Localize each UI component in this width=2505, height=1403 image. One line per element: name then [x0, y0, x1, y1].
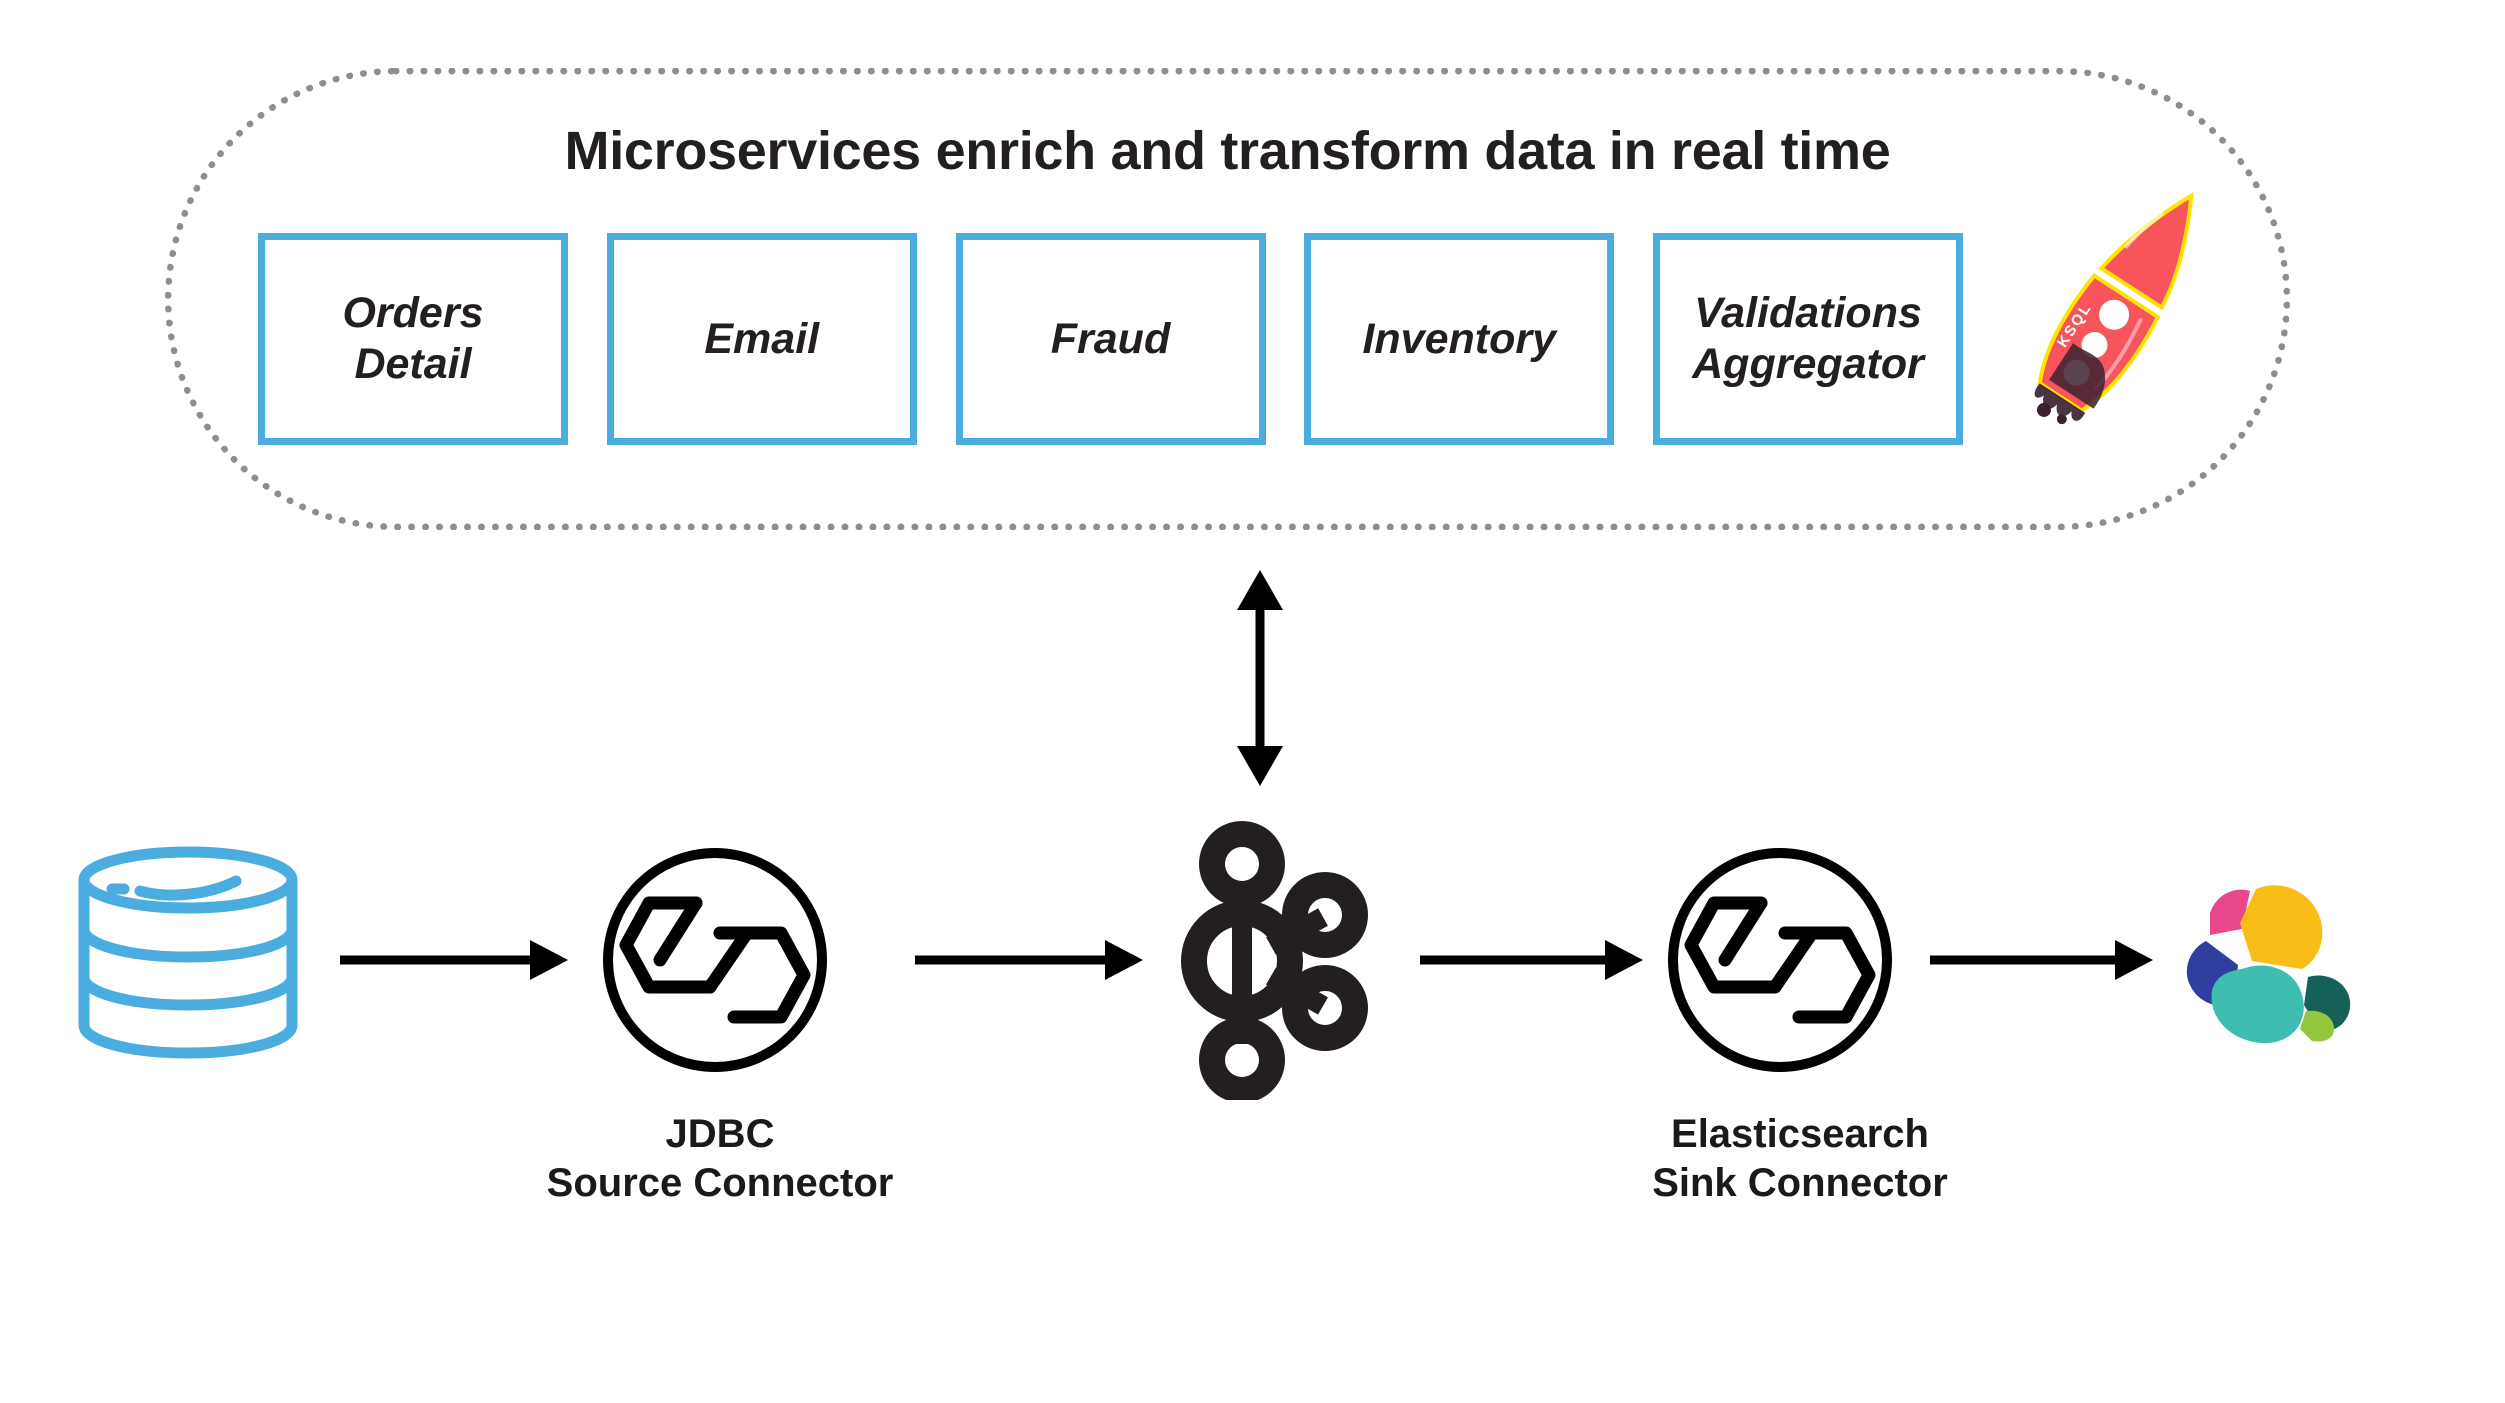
- jdbc-source-connector-icon: [600, 845, 830, 1075]
- arrow-es-connector-to-elasticsearch: [1930, 940, 2155, 980]
- microservice-label-fraud: Fraud: [1050, 314, 1171, 363]
- arrow-kafka-to-es-connector: [1420, 940, 1645, 980]
- elasticsearch-sink-connector-label: Elasticsearch Sink Connector: [1652, 1112, 1948, 1205]
- jdbc-source-connector-label: JDBC Source Connector: [546, 1112, 894, 1205]
- database-cylinder-icon: [68, 845, 308, 1060]
- arrow-db-to-jdbc: [340, 940, 570, 980]
- microservice-box-email[interactable]: Email: [606, 233, 917, 445]
- microservice-box-orders-detail[interactable]: Orders Detail: [258, 233, 568, 445]
- kafka-microservices-bidirectional-arrow: [1230, 568, 1290, 788]
- microservice-box-fraud[interactable]: Fraud: [955, 233, 1266, 445]
- microservice-label-email: Email: [704, 314, 820, 363]
- elasticsearch-sink-connector-icon: [1665, 845, 1895, 1075]
- ksql-rocket-icon: KSQL: [2010, 168, 2240, 428]
- microservice-label-orders-detail: Orders Detail: [342, 289, 484, 388]
- microservice-label-validations-aggregator: Validations Aggregator: [1692, 289, 1924, 388]
- apache-kafka-icon: [1175, 820, 1390, 1103]
- arrow-jdbc-to-kafka: [915, 940, 1145, 980]
- microservices-title: Microservices enrich and transform data …: [564, 121, 1891, 181]
- microservices-container: [165, 68, 2290, 530]
- microservice-box-validations-aggregator[interactable]: Validations Aggregator: [1653, 233, 1963, 445]
- microservices-box-row: Orders Detail Email Fraud Inventory Vali…: [258, 233, 1963, 445]
- elasticsearch-icon: [2172, 865, 2372, 1045]
- microservice-label-inventory: Inventory: [1362, 314, 1557, 363]
- microservice-box-inventory[interactable]: Inventory: [1304, 233, 1615, 445]
